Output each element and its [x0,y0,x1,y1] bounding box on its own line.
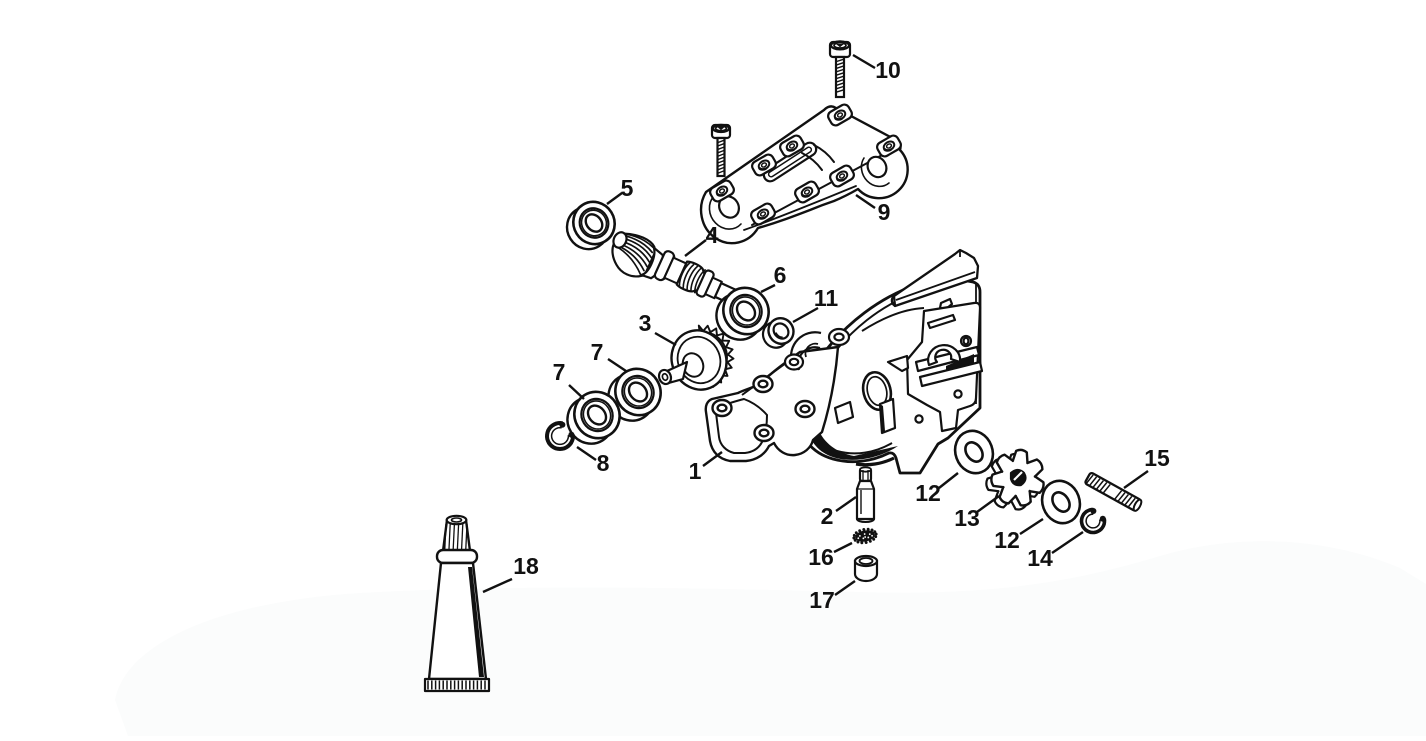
svg-text:13: 13 [954,505,980,531]
svg-text:5: 5 [621,175,634,201]
svg-text:16: 16 [808,544,834,570]
svg-text:14: 14 [1027,545,1053,571]
svg-text:15: 15 [1144,445,1170,471]
svg-text:4: 4 [706,222,719,248]
svg-text:2: 2 [821,503,834,529]
svg-text:18: 18 [513,553,539,579]
svg-text:9: 9 [878,199,891,225]
svg-text:12: 12 [915,480,941,506]
svg-text:8: 8 [597,450,610,476]
svg-text:3: 3 [639,310,652,336]
svg-text:7: 7 [591,339,604,365]
svg-text:10: 10 [875,57,901,83]
svg-text:17: 17 [809,587,835,613]
svg-text:12: 12 [994,527,1020,553]
svg-text:1: 1 [689,458,702,484]
svg-text:6: 6 [774,262,787,288]
svg-text:11: 11 [814,285,839,311]
svg-text:7: 7 [553,359,566,385]
